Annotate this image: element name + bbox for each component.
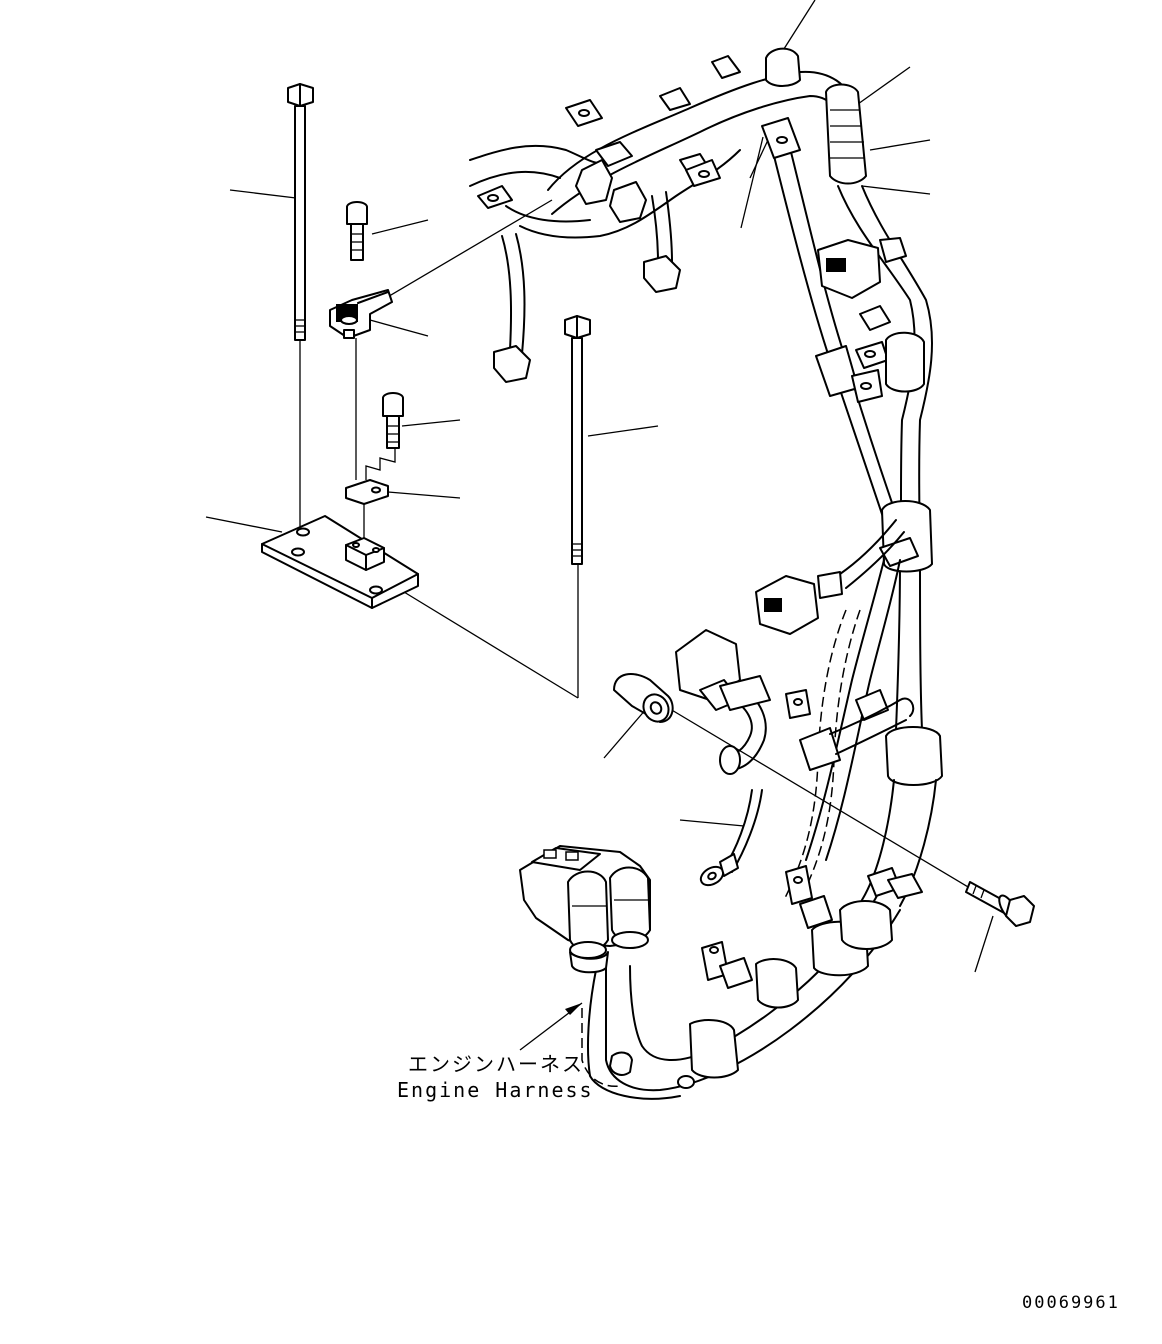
document-number: 00069961 [1022, 1293, 1120, 1313]
clamp-block-icon [345, 479, 389, 505]
plate-icon [261, 515, 419, 609]
long-bolt-icon [287, 83, 314, 341]
cap-screw-icon [382, 392, 404, 449]
harness-label-jp: エンジンハーネス [408, 1052, 584, 1076]
cap-screw-icon [346, 201, 368, 261]
harness-label-en: Engine Harness [397, 1078, 594, 1102]
wire-harness-icon [469, 47, 943, 1100]
harness-label: エンジンハーネス Engine Harness [397, 1052, 594, 1102]
long-bolt-icon [564, 315, 591, 565]
spacer-icon [613, 673, 674, 723]
flange-bolt-icon [965, 881, 1035, 927]
sensor-icon [329, 289, 393, 339]
